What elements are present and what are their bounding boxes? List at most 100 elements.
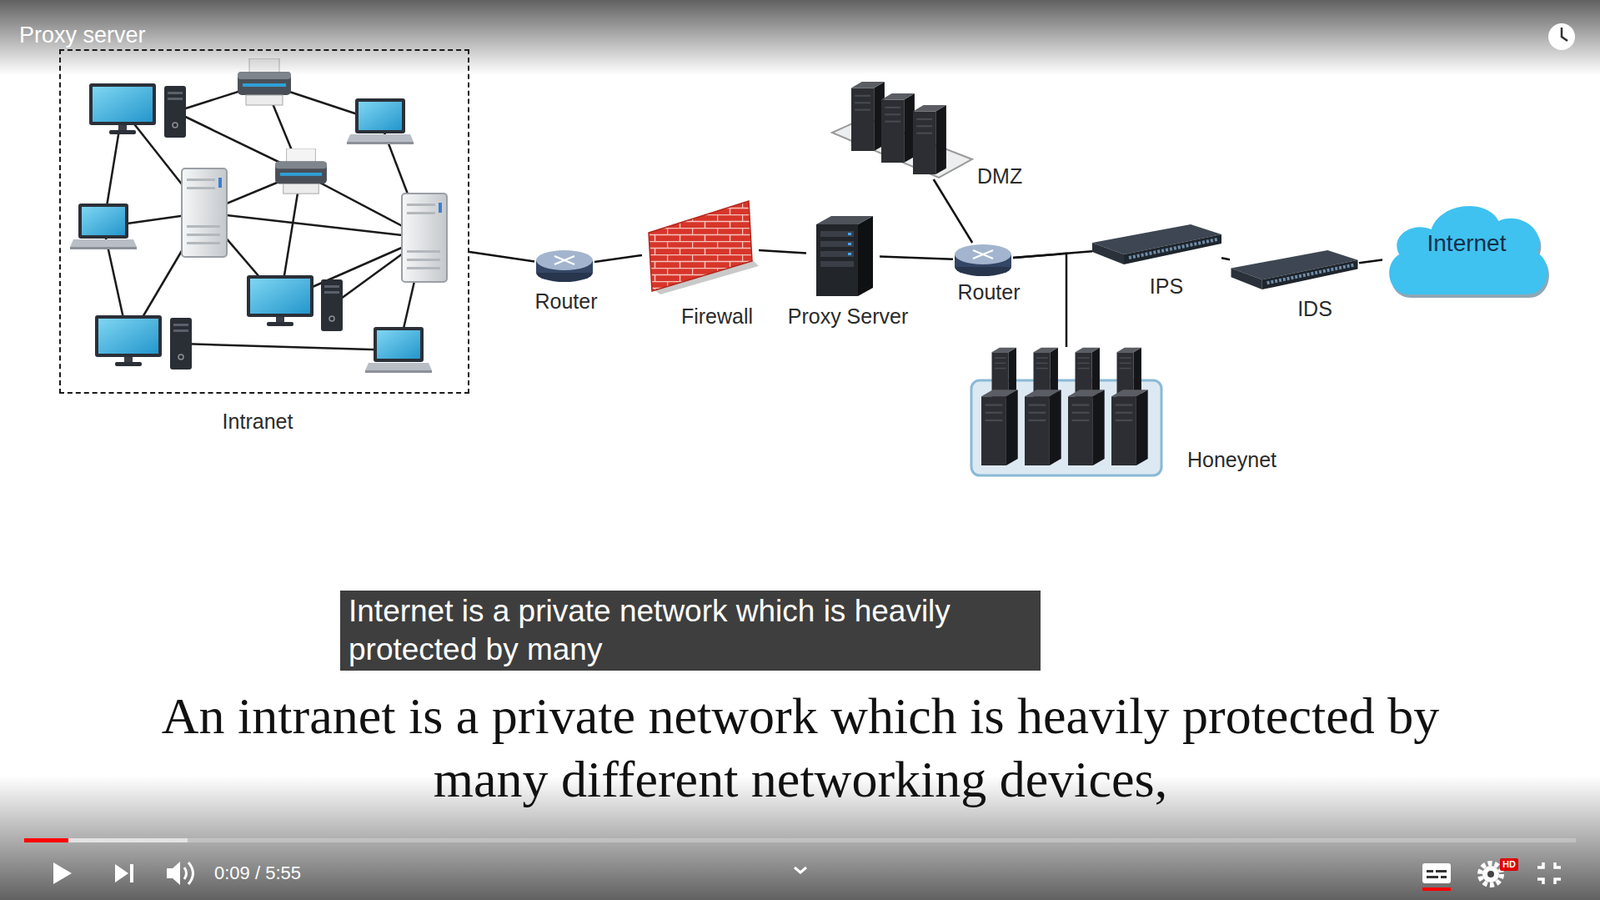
honeynet-servers-symbol-part [1024, 389, 1062, 466]
proxy-server-symbol-part [820, 240, 854, 247]
captions-icon-part [1440, 875, 1447, 878]
proxy-server-symbol-part [820, 260, 854, 267]
dmz-servers-symbol-part [881, 93, 915, 163]
router-node: Router [952, 242, 1014, 278]
time-display: 0:09 / 5:55 [214, 862, 301, 884]
firewall-node: Firewall [642, 200, 759, 293]
volume-icon-part [184, 867, 187, 879]
node-label: Proxy Server [787, 303, 908, 329]
router-symbol [536, 250, 593, 282]
proxy-server-symbol-part [816, 215, 873, 225]
clock-hands [1561, 27, 1568, 41]
settings-gear-part [1487, 870, 1495, 878]
intranet-devices-part [246, 275, 314, 327]
volume-icon-part [188, 862, 194, 884]
internet-cloud: Internet [1382, 195, 1551, 301]
honeynet-servers-symbol [971, 347, 1162, 476]
intranet-devices [70, 58, 447, 373]
settings-gear-part [1479, 862, 1502, 885]
next-icon-part [130, 863, 134, 883]
proxy-server-symbol-part [857, 215, 873, 296]
proxy-server-symbol-part [847, 252, 852, 256]
network-link [879, 256, 953, 260]
captions-icon-part [1422, 862, 1451, 883]
dmz-node: DMZ [832, 79, 974, 180]
honeynet-servers-symbol-part [971, 380, 1162, 476]
volume-icon-part [166, 861, 181, 885]
video-title: Proxy server [19, 22, 146, 49]
network-link [1013, 253, 1067, 347]
settings-gear-part [1482, 865, 1500, 883]
intranet-devices-part [95, 315, 162, 367]
intranet-devices-part [275, 148, 327, 194]
network-link [1221, 257, 1230, 260]
proxy-server-symbol-part [820, 230, 854, 237]
network-link [594, 255, 643, 262]
ids-node: IDS [1229, 250, 1360, 293]
network-link [758, 250, 807, 253]
intranet-devices-part [346, 98, 414, 145]
intranet-devices-part [70, 203, 137, 250]
hd-badge: HD [1499, 857, 1519, 871]
dmz-servers-symbol-part [912, 105, 947, 175]
intranet-devices-part [321, 279, 343, 332]
node-label: Router [534, 288, 597, 314]
top-gradient [0, 0, 1600, 76]
captions-icon [1422, 862, 1451, 891]
network-link [469, 251, 535, 262]
intranet-devices-part [365, 326, 432, 373]
captions-icon-part [1435, 869, 1447, 873]
network-link [1359, 260, 1383, 264]
subtitle-text: Internet is a private network which is h… [340, 590, 1041, 671]
proxy-server-symbol-part [816, 224, 858, 296]
next-icon [115, 863, 134, 883]
intranet-links-part [180, 343, 399, 351]
intranet-devices-part [164, 85, 186, 138]
dmz-servers-symbol-part [851, 81, 885, 151]
firewall-wall [648, 200, 759, 295]
next-icon-part [115, 863, 129, 883]
node-label: Router [957, 279, 1020, 305]
fullscreen-exit-icon [1537, 862, 1561, 884]
intranet-devices-part [170, 317, 192, 370]
node-label: IPS [1149, 273, 1184, 299]
captions-icon-part [1426, 869, 1434, 873]
progress-buffer [24, 837, 188, 843]
proxy-server-symbol-part [847, 232, 852, 236]
captions-icon-part [1426, 875, 1439, 878]
honeynet-servers-symbol-part [1068, 389, 1105, 466]
settings-gear [1479, 862, 1502, 885]
honeynet-servers-symbol-part [981, 389, 1019, 466]
honeynet-servers-symbol-part [1111, 389, 1149, 466]
play-icon [53, 862, 72, 884]
clock-icon [1548, 23, 1575, 51]
node-label: Honeynet [1187, 446, 1277, 472]
intranet-links-part [204, 212, 425, 238]
node-label: Intranet [222, 408, 294, 434]
proxy-server-symbol-part [847, 242, 852, 246]
chevron-icon [794, 867, 807, 873]
node-label: DMZ [977, 163, 1023, 189]
ids-switch-symbol [1230, 250, 1358, 290]
honeynet-node: Honeynet [969, 346, 1164, 477]
proxy-server-node: Proxy Server [806, 212, 880, 298]
dmz-servers-symbol [832, 81, 973, 178]
ips-switch-symbol [1092, 224, 1222, 265]
intranet-devices-part [401, 193, 447, 282]
progress-played [24, 837, 69, 843]
router-node: Router [534, 248, 595, 284]
node-label: Firewall [681, 303, 753, 329]
slide-text: An intranet is a private network which i… [141, 683, 1460, 811]
proxy-server-symbol [816, 215, 873, 296]
node-label: Internet [1427, 230, 1507, 257]
intranet-devices-part [89, 83, 156, 135]
router-symbol [954, 244, 1012, 276]
captions-icon-part [1422, 887, 1451, 891]
node-label: IDS [1297, 295, 1333, 322]
progress-track [24, 837, 1576, 843]
proxy-server-symbol-part [820, 250, 854, 257]
cloud-outline [1389, 205, 1548, 295]
network-link [933, 179, 974, 243]
intranet-region: Intranet [59, 49, 470, 394]
